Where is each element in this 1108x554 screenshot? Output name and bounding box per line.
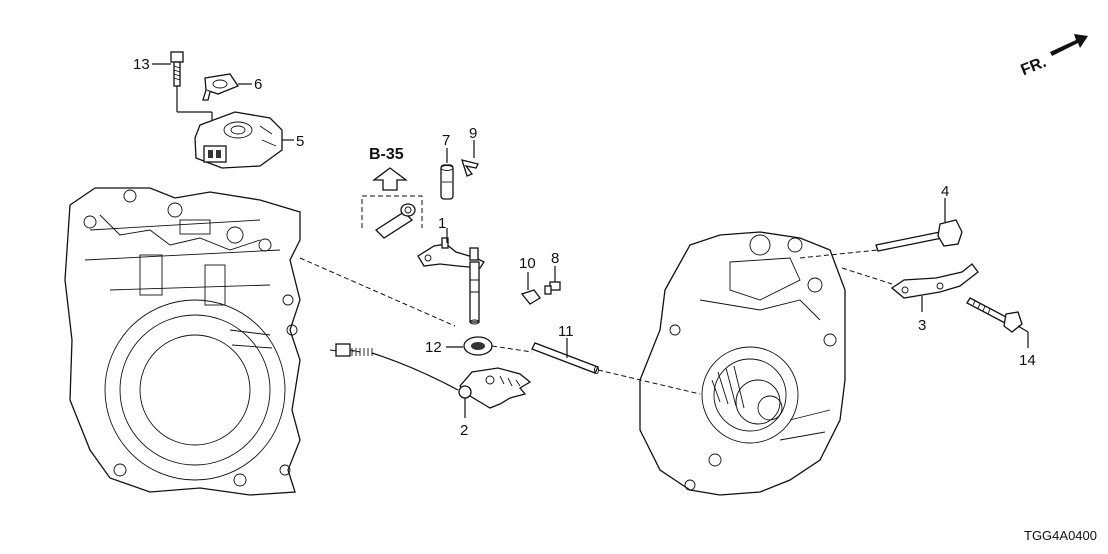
guide-line-left xyxy=(299,257,456,327)
callout-9: 9 xyxy=(469,125,477,142)
bolt-4 xyxy=(875,219,963,252)
detent-plate-2 xyxy=(329,343,532,409)
callout-2: 2 xyxy=(460,422,468,439)
guide-line-rod xyxy=(491,345,533,353)
guide-line-bracket xyxy=(841,267,893,285)
callout-11: 11 xyxy=(558,323,574,340)
callout-6: 6 xyxy=(254,76,262,93)
front-arrow-icon xyxy=(1050,34,1088,56)
bolt-13 xyxy=(170,51,184,87)
front-direction-marker: FR. xyxy=(1018,34,1088,79)
callout-3: 3 xyxy=(918,317,926,334)
reference-arrow-block xyxy=(361,167,423,239)
shift-shaft-1 xyxy=(417,237,485,325)
cover-6 xyxy=(202,73,239,101)
reference-label: B-35 xyxy=(369,146,404,163)
bolt-14 xyxy=(966,297,1023,333)
transmission-case-left xyxy=(64,187,301,496)
callout-10: 10 xyxy=(519,255,536,272)
drawing-code: TGG4A0400 xyxy=(1024,528,1097,543)
sensor-5 xyxy=(194,111,283,169)
guide-line-right xyxy=(597,369,701,395)
callout-5: 5 xyxy=(296,133,304,150)
pin-7 xyxy=(440,164,454,200)
callout-14: 14 xyxy=(1019,352,1036,369)
transmission-case-right xyxy=(639,231,846,496)
callout-8: 8 xyxy=(551,250,559,267)
screw-8 xyxy=(544,281,561,295)
clip-9 xyxy=(461,159,479,177)
callout-12: 12 xyxy=(425,339,442,356)
callout-1: 1 xyxy=(438,215,446,232)
callout-13: 13 xyxy=(133,56,150,73)
callout-4: 4 xyxy=(941,183,949,200)
guide-line-bolt xyxy=(799,249,879,259)
seal-12 xyxy=(463,336,493,356)
callout-7: 7 xyxy=(442,132,450,149)
bracket-3 xyxy=(890,263,979,299)
front-marker-text: FR. xyxy=(1018,54,1048,79)
rod-11 xyxy=(531,342,599,374)
clip-10 xyxy=(520,289,541,305)
